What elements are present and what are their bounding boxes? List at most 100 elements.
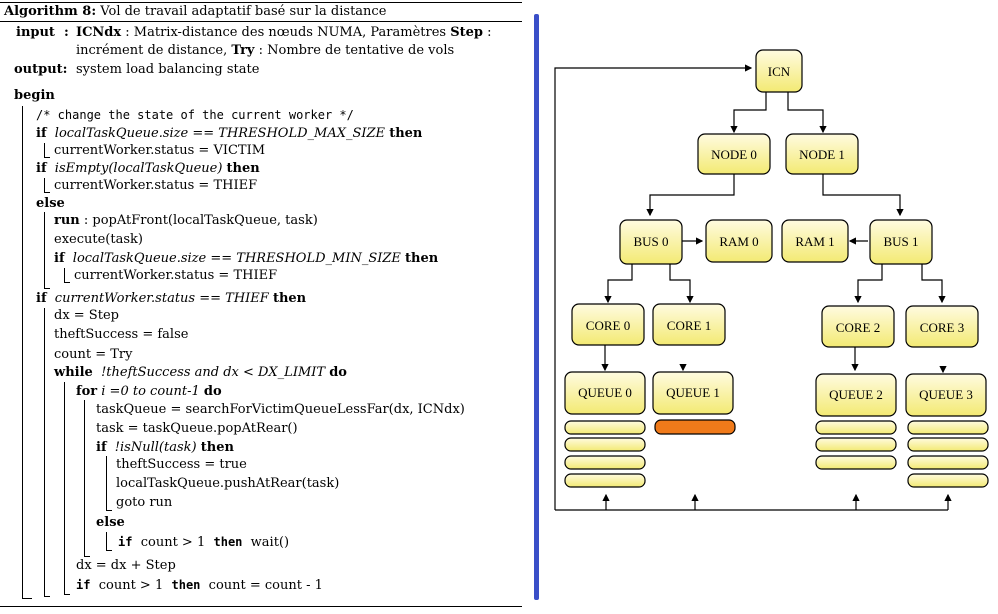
- wait-call: wait(): [250, 535, 290, 550]
- input-line-1: ICNdx : Matrix-distance des nœuds NUMA, …: [76, 25, 492, 41]
- then-keyword: then: [226, 161, 260, 176]
- if5-bar: [106, 456, 107, 510]
- queue0-box: QUEUE 0: [564, 371, 646, 415]
- if2-bar: [44, 178, 45, 192]
- if3-condition: localTaskQueue.size == THRESHOLD_MIN_SIZ…: [72, 251, 401, 266]
- begin-keyword: begin: [14, 88, 55, 103]
- bus1-core3-arrow: [921, 264, 946, 304]
- dx-increment-line: dx = dx + Step: [76, 558, 176, 573]
- then-keyword: then: [389, 126, 423, 141]
- then-keyword: then: [272, 291, 307, 306]
- bottom-rule: [0, 606, 522, 607]
- ram0-label: RAM 0: [719, 234, 758, 249]
- queue2-slot-3: [815, 455, 897, 470]
- while-condition: !theftSuccess and dx < DX_LIMIT: [101, 365, 326, 380]
- for-bar-end: [84, 556, 90, 557]
- if-keyword: if: [118, 535, 133, 549]
- icn-node0-arrow: [730, 92, 767, 134]
- queue1-empty-slot: [654, 419, 736, 435]
- goto-line: goto run: [116, 495, 173, 510]
- core2-label: CORE 2: [836, 320, 880, 335]
- icn-node1-arrow: [787, 92, 827, 134]
- node0-label: NODE 0: [711, 147, 757, 162]
- if6-line: if count > 1 then wait(): [118, 534, 289, 551]
- if-keyword: if: [76, 578, 91, 592]
- node1-bus1-arrow: [822, 174, 904, 217]
- do-keyword: do: [203, 384, 222, 399]
- if4-condition: currentWorker.status == THIEF: [54, 291, 269, 306]
- queue2-label: QUEUE 2: [829, 387, 883, 402]
- input-desc-1: : Matrix-distance des nœuds NUMA, Paramè…: [121, 25, 451, 40]
- if3-line: if localTaskQueue.size == THRESHOLD_MIN_…: [54, 251, 438, 267]
- else2-bar-end: [106, 550, 112, 551]
- if3-bar-end: [64, 282, 70, 283]
- bus0-core1-arrow: [669, 264, 694, 304]
- input-keyword: input: [16, 25, 55, 40]
- if-keyword: if: [36, 291, 47, 306]
- if3-bar: [64, 268, 65, 282]
- queue3-slot-1: [907, 420, 989, 435]
- step-param: Step: [450, 25, 483, 40]
- bus1-core2-arrow: [854, 264, 883, 304]
- connectors: [554, 64, 952, 511]
- do-keyword: do: [329, 365, 347, 380]
- header-rule: [0, 21, 522, 22]
- queue2-slot-2: [815, 437, 897, 452]
- if-keyword: if: [36, 126, 47, 141]
- column-separator: [534, 14, 539, 600]
- icn-box: ICN: [755, 49, 803, 93]
- node0-bus0-arrow: [646, 174, 735, 217]
- if-keyword: if: [36, 161, 47, 176]
- input-desc-2: incrément de distance,: [76, 43, 232, 58]
- push-line: localTaskQueue.pushAtRear(task): [116, 476, 340, 491]
- for-line: for i =0 to count-1 do: [76, 384, 222, 400]
- input-line-2: incrément de distance, Try : Nombre de t…: [76, 43, 454, 59]
- core2-box: CORE 2: [821, 305, 895, 348]
- algorithm-panel: Algorithm 8: Vol de travail adaptatif ba…: [0, 2, 522, 607]
- begin-block-end: [22, 598, 32, 599]
- then-keyword: then: [405, 251, 439, 266]
- ram0-box: RAM 0: [705, 219, 773, 263]
- if1-bar-end: [44, 157, 50, 158]
- thief-line-1: currentWorker.status = THIEF: [54, 178, 258, 193]
- try-param: Try: [231, 43, 255, 58]
- queue0-slot-3: [564, 455, 646, 470]
- if2-condition: isEmpty(localTaskQueue): [54, 161, 223, 176]
- if7-line: if count > 1 then count = count - 1: [76, 577, 323, 594]
- theft-init-line: theftSuccess = false: [54, 327, 189, 342]
- core0-label: CORE 0: [586, 318, 630, 333]
- then-keyword: then: [171, 578, 201, 592]
- for-keyword: for: [76, 384, 98, 399]
- node1-box: NODE 1: [785, 133, 859, 175]
- input-colon: :: [64, 25, 69, 40]
- theft-true-line: theftSuccess = true: [116, 457, 247, 472]
- bus0-label: BUS 0: [633, 234, 668, 249]
- if1-line: if localTaskQueue.size == THRESHOLD_MAX_…: [36, 126, 422, 142]
- else2-bar: [106, 532, 107, 550]
- output-keyword: output:: [14, 62, 68, 77]
- algorithm-header: Algorithm 8: Vol de travail adaptatif ba…: [4, 4, 386, 20]
- else-bar-end: [44, 288, 50, 289]
- if4-bar-end: [44, 596, 50, 597]
- algorithm-label: Algorithm 8:: [4, 4, 97, 19]
- queue1-label: QUEUE 1: [666, 385, 720, 400]
- else-keyword: else: [36, 196, 65, 211]
- while-bar-end: [64, 594, 70, 595]
- core3-box: CORE 3: [905, 305, 979, 348]
- if7-condition: count > 1: [98, 578, 164, 593]
- if5-bar-end: [106, 510, 112, 511]
- input-desc-1b: :: [483, 25, 492, 40]
- queue2-slot-1: [815, 420, 897, 435]
- dx-init-line: dx = Step: [54, 308, 119, 323]
- then-keyword: then: [200, 440, 234, 455]
- then-keyword: then: [213, 535, 243, 549]
- if4-line: if currentWorker.status == THIEF then: [36, 291, 306, 307]
- else-bar: [44, 212, 45, 288]
- if1-bar: [44, 143, 45, 157]
- count-init-line: count = Try: [54, 347, 133, 362]
- begin-block-bar: [22, 106, 23, 598]
- task-line: task = taskQueue.popAtRear(): [96, 421, 298, 436]
- queue0-slot-4: [564, 473, 646, 488]
- queue3-slot-4: [907, 473, 989, 488]
- thief-line-2: currentWorker.status = THIEF: [74, 268, 278, 283]
